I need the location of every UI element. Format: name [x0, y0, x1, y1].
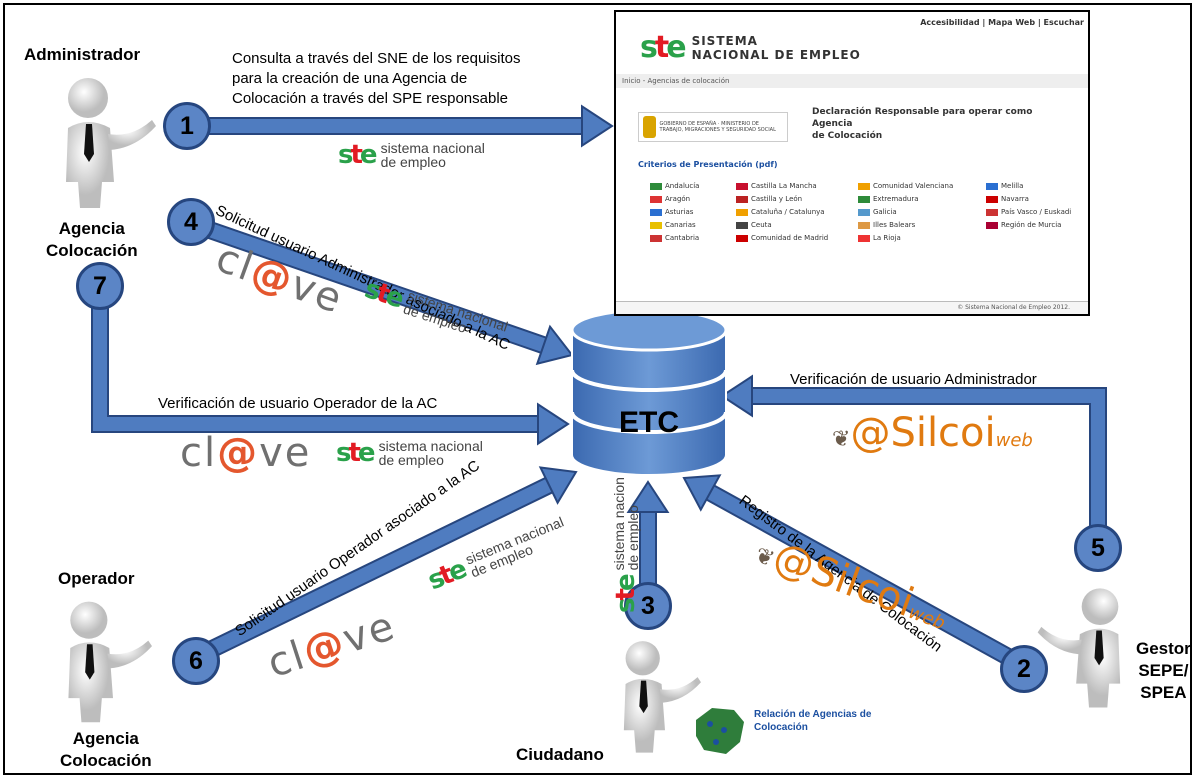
region-link[interactable]: Región de Murcia: [986, 221, 1086, 229]
website-breadcrumb[interactable]: Inicio - Agencias de colocación: [616, 74, 1088, 88]
region-flag-icon: [986, 221, 998, 229]
arrow-step-5-head: [720, 374, 753, 418]
sne-mark-icon: ste: [336, 438, 376, 468]
sne-website-screenshot: Accesibilidad | Mapa Web | Escuchar ste …: [614, 10, 1090, 316]
person-ciudadano-icon: [623, 641, 701, 753]
region-link[interactable]: Aragón: [650, 195, 736, 203]
actor-ciudadano: Ciudadano: [516, 745, 604, 764]
arrow-step-4-shaft: [201, 221, 546, 352]
website-brand: ste SISTEMA NACIONAL DE EMPLEO: [640, 30, 861, 65]
arrow-step-4-head: [535, 324, 574, 366]
region-link: [986, 234, 1086, 242]
step-4-badge: 4: [167, 198, 215, 246]
arrow-step-2-head: [682, 474, 722, 512]
region-flag-icon: [858, 195, 870, 203]
region-link[interactable]: Castilla y León: [736, 195, 858, 203]
step-7-label: Verificación de usuario Operador de la A…: [158, 395, 438, 412]
step-2-badge: 2: [1000, 645, 1048, 693]
arrow-step-2-shaft: [706, 486, 1014, 665]
region-flag-icon: [736, 221, 748, 229]
region-flag-icon: [858, 208, 870, 216]
step-7-badge: 7: [76, 262, 124, 310]
region-link[interactable]: Comunidad Valenciana: [858, 182, 986, 190]
arrow-step-3-head: [626, 480, 670, 513]
region-link[interactable]: Castilla La Mancha: [736, 182, 858, 190]
person-gestor-icon: [1037, 588, 1121, 708]
sne-mark-icon: ste: [338, 140, 378, 170]
region-flag-icon: [736, 195, 748, 203]
actor-agencia-bottom: Agencia Colocación: [60, 729, 152, 770]
region-flag-icon: [986, 182, 998, 190]
region-flag-icon: [650, 234, 662, 242]
region-link[interactable]: Galicia: [858, 208, 986, 216]
region-flag-icon: [736, 182, 748, 190]
region-flag-icon: [650, 208, 662, 216]
region-flag-icon: [650, 182, 662, 190]
region-flag-icon: [858, 234, 870, 242]
actor-agencia-top: Agencia Colocación: [46, 219, 138, 260]
region-link[interactable]: Navarra: [986, 195, 1086, 203]
diagram-frame: [3, 3, 1192, 775]
region-link[interactable]: Cantabria: [650, 234, 736, 242]
region-link[interactable]: Cataluña / Catalunya: [736, 208, 858, 216]
government-logo: GOBIERNO DE ESPAÑA · MINISTERIO DE TRABA…: [638, 112, 788, 142]
arrow-step-1-head: [581, 104, 614, 148]
region-link[interactable]: Ceuta: [736, 221, 858, 229]
arrow-step-6-shaft: [202, 478, 553, 659]
sne-mark-icon: ste: [610, 576, 641, 613]
silcoi-logo-1: ❦@Silcoiweb: [832, 410, 1033, 456]
arrow-step-6-head: [538, 466, 578, 505]
website-top-links[interactable]: Accesibilidad | Mapa Web | Escuchar: [920, 18, 1084, 27]
region-flag-icon: [736, 208, 748, 216]
relacion-agencias-link[interactable]: Relación de Agencias de Colocación: [754, 709, 872, 733]
etc-database-icon: ETC: [570, 308, 728, 476]
criteria-link[interactable]: Criterios de Presentación (pdf): [638, 160, 778, 169]
arrow-step-7-head: [537, 402, 570, 446]
region-link[interactable]: Canarias: [650, 221, 736, 229]
arrow-step-7-shaft: [93, 296, 538, 431]
region-link[interactable]: Illes Balears: [858, 221, 986, 229]
region-link[interactable]: Asturias: [650, 208, 736, 216]
step-6-badge: 6: [172, 637, 220, 685]
step-1-label: Consulta a través del SNE de los requisi…: [232, 50, 521, 107]
region-flag-icon: [650, 221, 662, 229]
sne-logo-5: ste sistema nacion de empleo: [610, 477, 641, 613]
region-flag-icon: [858, 221, 870, 229]
actor-administrador: Administrador: [24, 45, 141, 64]
region-link[interactable]: País Vasco / Euskadi: [986, 208, 1086, 216]
step-5-badge: 5: [1074, 524, 1122, 572]
coat-of-arms-icon: [643, 116, 656, 138]
clave-logo-2: cl@ve: [180, 430, 312, 476]
declaration-title: Declaración Responsable para operar como…: [812, 107, 1033, 141]
region-flag-icon: [986, 208, 998, 216]
region-link[interactable]: Comunidad de Madrid: [736, 234, 858, 242]
step-5-label: Verificación de usuario Administrador: [790, 371, 1037, 388]
region-flag-icon: [650, 195, 662, 203]
arrow-step-5-shaft: [752, 389, 1105, 528]
region-link[interactable]: La Rioja: [858, 234, 986, 242]
region-link[interactable]: Extremadura: [858, 195, 986, 203]
region-link[interactable]: Melilla: [986, 182, 1086, 190]
step-3-badge: 3: [624, 582, 672, 630]
etc-label: ETC: [619, 406, 679, 439]
website-footer: © Sistema Nacional de Empleo 2012.: [616, 301, 1088, 314]
sne-logo-1: ste sistema nacional de empleo: [338, 140, 485, 170]
actor-operador: Operador: [58, 569, 135, 588]
step-1-badge: 1: [163, 102, 211, 150]
region-flag-icon: [736, 234, 748, 242]
sne-mark-icon: ste: [640, 30, 687, 65]
arrows-layer: [91, 104, 1107, 666]
actor-gestor: Gestor SEPE/ SPEA: [1136, 639, 1191, 702]
spain-map-icon: [696, 708, 744, 754]
silcoi-bird-icon: ❦: [832, 427, 851, 452]
sne-logo-3: ste sistema nacional de empleo: [336, 438, 483, 468]
region-link[interactable]: Andalucía: [650, 182, 736, 190]
region-flag-icon: [858, 182, 870, 190]
region-flag-icon: [986, 195, 998, 203]
person-operador-icon: [68, 601, 152, 723]
person-administrador-icon: [66, 78, 156, 208]
